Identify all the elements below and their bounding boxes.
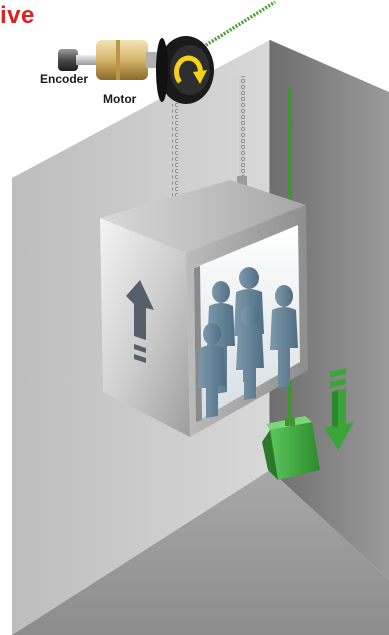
hoist-rope-top	[203, 2, 275, 47]
suspension-chain-right	[239, 76, 245, 178]
diagram-title: ive	[0, 2, 35, 30]
drive-shaft	[76, 55, 98, 65]
encoder-label: Encoder	[40, 72, 88, 86]
motor-label: Motor	[103, 92, 136, 106]
encoder	[58, 49, 78, 71]
motor	[96, 40, 148, 80]
counterweight	[262, 416, 320, 480]
suspension-chain-left	[172, 100, 178, 210]
